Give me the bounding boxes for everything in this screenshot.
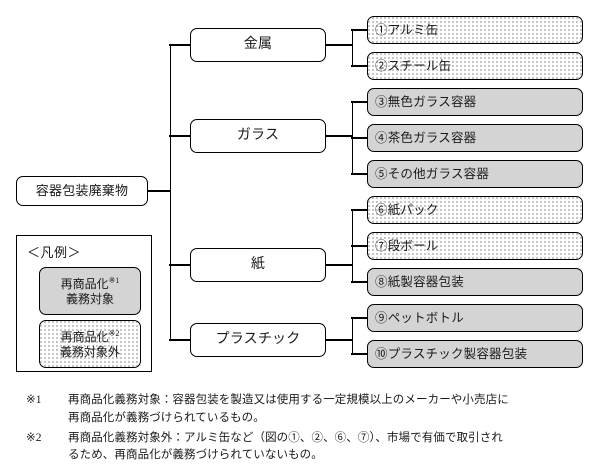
legend-title: ＜凡例＞: [27, 245, 82, 260]
legend-sample-obligated: 再商品化※1 義務対象: [39, 267, 141, 315]
footnote-1-mark: ※1: [26, 394, 42, 406]
connector-category-3-bus: [351, 318, 354, 354]
connector-root-stem: [148, 190, 171, 192]
connector-trunk-to-category-3: [169, 339, 191, 341]
connector-category-1-item-2: [351, 173, 368, 175]
connector-trunk-to-category-0: [169, 44, 191, 46]
item-node-pet-bottle-label: ⑨ペットボトル: [375, 310, 464, 325]
connector-trunk-to-category-2: [169, 264, 191, 266]
legend-sample-exempt-line2: 義務対象外: [59, 344, 120, 359]
connector-category-0-item-0: [351, 29, 368, 31]
footnotes: ※1 再商品化義務対象：容器包装を製造又は使用する一定規模以上のメーカーや小売店…: [26, 392, 578, 467]
legend-panel: ＜凡例＞ 再商品化※1 義務対象 再商品化※2 義務対象外: [16, 235, 152, 372]
legend-sample-obligated-footnote-mark: ※1: [108, 275, 120, 285]
connector-trunk-to-category-1: [169, 135, 191, 137]
item-node-cardboard[interactable]: ⑦段ボール: [367, 232, 583, 260]
footnote-2-line1: 再商品化義務対象外：アルミ缶など（図の①、②、⑥、⑦）、市場で有価で取引され: [68, 431, 503, 444]
item-node-paper-container-packaging-label: ⑧紙製容器包装: [375, 274, 464, 289]
footnote-2-body: 再商品化義務対象外：アルミ缶など（図の①、②、⑥、⑦）、市場で有価で取引され る…: [68, 430, 578, 466]
connector-category-3-item-1: [351, 353, 368, 355]
item-node-steel-can[interactable]: ②スチール缶: [367, 52, 583, 80]
item-node-plastic-container-packaging[interactable]: ⑩プラスチック製容器包装: [367, 340, 583, 368]
connector-category-2-item-0: [351, 209, 368, 211]
item-node-paper-pack[interactable]: ⑥紙パック: [367, 196, 583, 224]
category-node-metal[interactable]: 金属: [190, 28, 326, 62]
footnote-1-body: 再商品化義務対象：容器包装を製造又は使用する一定規模以上のメーカーや小売店に 再…: [68, 392, 578, 428]
item-node-plastic-container-packaging-label: ⑩プラスチック製容器包装: [375, 346, 528, 361]
category-node-glass-label: ガラス: [236, 127, 280, 143]
item-node-colorless-glass-container[interactable]: ③無色ガラス容器: [367, 88, 583, 116]
item-node-pet-bottle[interactable]: ⑨ペットボトル: [367, 304, 583, 332]
legend-sample-exempt-line1: 再商品化※2: [60, 328, 120, 344]
legend-sample-exempt: 再商品化※2 義務対象外: [39, 320, 141, 368]
connector-category-1-stem: [326, 135, 353, 137]
item-node-brown-glass-container-label: ④茶色ガラス容器: [375, 130, 477, 145]
category-node-plastic-label: プラスチック: [215, 331, 301, 347]
category-node-paper-label: 紙: [250, 256, 266, 272]
footnote-2: ※2 再商品化義務対象外：アルミ缶など（図の①、②、⑥、⑦）、市場で有価で取引さ…: [26, 430, 578, 466]
category-node-paper[interactable]: 紙: [190, 248, 326, 282]
item-node-cardboard-label: ⑦段ボール: [375, 238, 439, 253]
item-node-aluminum-can[interactable]: ①アルミ缶: [367, 16, 583, 44]
connector-category-2-stem: [326, 264, 353, 266]
footnote-1-line2: 再商品化が義務づけられているもの。: [68, 411, 265, 424]
footnote-1: ※1 再商品化義務対象：容器包装を製造又は使用する一定規模以上のメーカーや小売店…: [26, 392, 578, 428]
legend-sample-exempt-footnote-mark: ※2: [108, 328, 120, 338]
category-node-metal-label: 金属: [243, 36, 273, 52]
connector-category-3-item-0: [351, 317, 368, 319]
connector-category-2-item-2: [351, 281, 368, 283]
category-node-glass[interactable]: ガラス: [190, 119, 326, 153]
item-node-colorless-glass-container-label: ③無色ガラス容器: [375, 94, 477, 109]
footnote-1-line1: 再商品化義務対象：容器包装を製造又は使用する一定規模以上のメーカーや小売店に: [68, 394, 509, 406]
root-node-container-packaging-waste[interactable]: 容器包装廃棄物: [16, 176, 148, 206]
item-node-other-glass-container[interactable]: ⑤その他ガラス容器: [367, 160, 583, 188]
legend-sample-obligated-line1: 再商品化※1: [60, 275, 120, 291]
legend-sample-obligated-line2: 義務対象: [65, 291, 114, 306]
item-node-paper-container-packaging[interactable]: ⑧紙製容器包装: [367, 268, 583, 296]
connector-category-0-bus: [351, 30, 354, 66]
connector-category-3-stem: [326, 339, 353, 341]
connector-category-1-item-1: [351, 137, 368, 139]
connector-main-trunk: [169, 45, 172, 340]
category-node-plastic[interactable]: プラスチック: [190, 323, 326, 357]
connector-category-0-item-1: [351, 65, 368, 67]
item-node-paper-pack-label: ⑥紙パック: [375, 202, 439, 217]
footnote-2-line2: るため、再商品化が義務づけられていないもの。: [68, 449, 323, 462]
root-node-label: 容器包装廃棄物: [35, 182, 129, 198]
connector-category-2-item-1: [351, 245, 368, 247]
connector-category-1-item-0: [351, 101, 368, 103]
item-node-brown-glass-container[interactable]: ④茶色ガラス容器: [367, 124, 583, 152]
item-node-other-glass-container-label: ⑤その他ガラス容器: [375, 166, 490, 181]
item-node-steel-can-label: ②スチール缶: [375, 58, 452, 73]
connector-category-0-stem: [326, 44, 353, 46]
footnote-2-mark: ※2: [26, 431, 42, 444]
item-node-aluminum-can-label: ①アルミ缶: [375, 22, 439, 37]
